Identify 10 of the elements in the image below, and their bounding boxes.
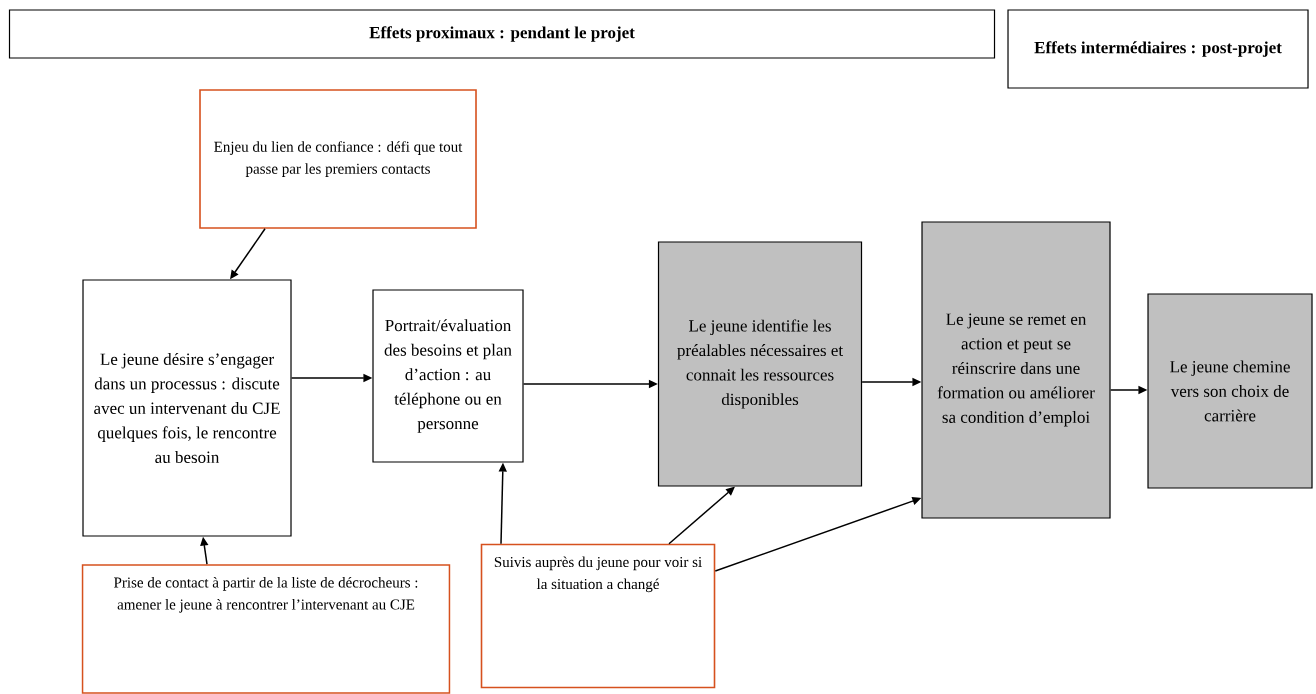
note-box: Enjeu du lien de confiance : défi que tout passe par les premiers contacts (199, 89, 477, 229)
process-box: Le jeune chemine vers son choix de carrière (1147, 293, 1313, 489)
process-box: Le jeune identifie les préalables nécessaires et connait les ressources disponibles (657, 241, 863, 487)
process-box: Le jeune se remet en action et peut se réinscrire dans une formation ou améliorer sa condition d’emploi (921, 221, 1111, 519)
header-box: Effets intermédiaires : post-projet (1007, 9, 1309, 89)
process-box: Portrait/évaluation des besoins et plan d’action : au téléphone ou en personne (372, 289, 524, 463)
header-box: Effets proximaux : pendant le projet (8, 9, 996, 59)
process-box: Le jeune désire s’engager dans un processus : discute avec un intervenant du CJE quelques fois, le rencontre au besoin (82, 279, 292, 537)
note-box: Prise de contact à partir de la liste de décrocheurs : amener le jeune à rencontrer l’intervenant au CJE (81, 564, 451, 694)
note-box: Suivis auprès du jeune pour voir si la situation a changé (480, 543, 716, 689)
